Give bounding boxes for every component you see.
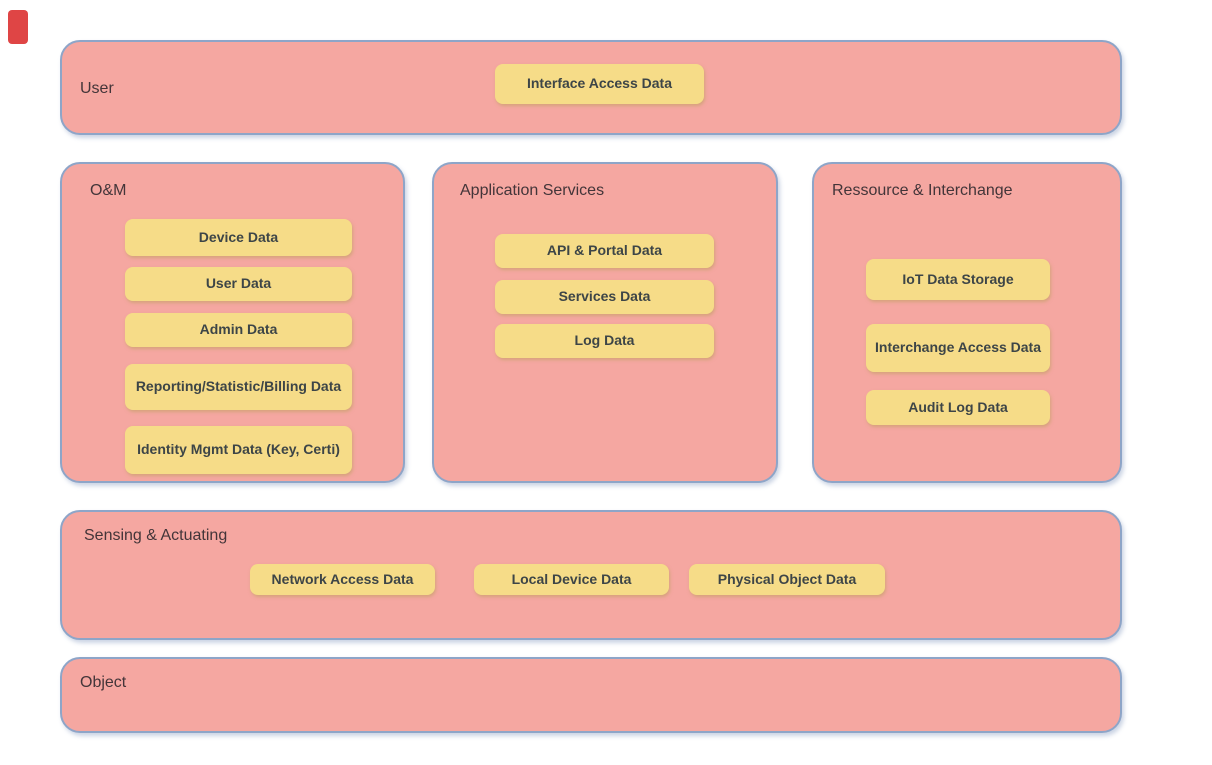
chip-audit-log-data: Audit Log Data bbox=[866, 390, 1050, 425]
layer-sensing-actuating-title: Sensing & Actuating bbox=[84, 527, 228, 544]
chip-network-access-data: Network Access Data bbox=[250, 564, 435, 595]
layer-resource-interchange: Ressource & Interchange IoT Data Storage… bbox=[812, 162, 1122, 483]
chip-api-portal-data: API & Portal Data bbox=[495, 234, 714, 268]
chip-device-data: Device Data bbox=[125, 219, 352, 256]
chip-identity-mgmt-data: Identity Mgmt Data (Key, Certi) bbox=[125, 426, 352, 474]
layer-sensing-actuating: Sensing & Actuating Network Access Data … bbox=[60, 510, 1122, 640]
stray-red-marker bbox=[8, 10, 28, 44]
chip-reporting-statistic-billing-data: Reporting/Statistic/Billing Data bbox=[125, 364, 352, 410]
chip-local-device-data: Local Device Data bbox=[474, 564, 669, 595]
chip-log-data: Log Data bbox=[495, 324, 714, 358]
layer-om: O&M Device Data User Data Admin Data Rep… bbox=[60, 162, 405, 483]
chip-user-data: User Data bbox=[125, 267, 352, 301]
layer-object: Object bbox=[60, 657, 1122, 733]
layer-application-services-title: Application Services bbox=[460, 182, 605, 199]
chip-interface-access-data: Interface Access Data bbox=[495, 64, 704, 104]
layer-user: User Interface Access Data bbox=[60, 40, 1122, 135]
chip-services-data: Services Data bbox=[495, 280, 714, 314]
chip-interchange-access-data: Interchange Access Data bbox=[866, 324, 1050, 372]
layer-application-services: Application Services API & Portal Data S… bbox=[432, 162, 778, 483]
layer-user-title: User bbox=[80, 80, 114, 97]
chip-physical-object-data: Physical Object Data bbox=[689, 564, 885, 595]
layer-om-title: O&M bbox=[90, 182, 127, 199]
chip-iot-data-storage: IoT Data Storage bbox=[866, 259, 1050, 300]
layer-resource-interchange-title: Ressource & Interchange bbox=[832, 182, 1013, 199]
chip-admin-data: Admin Data bbox=[125, 313, 352, 347]
layer-object-title: Object bbox=[80, 674, 127, 691]
